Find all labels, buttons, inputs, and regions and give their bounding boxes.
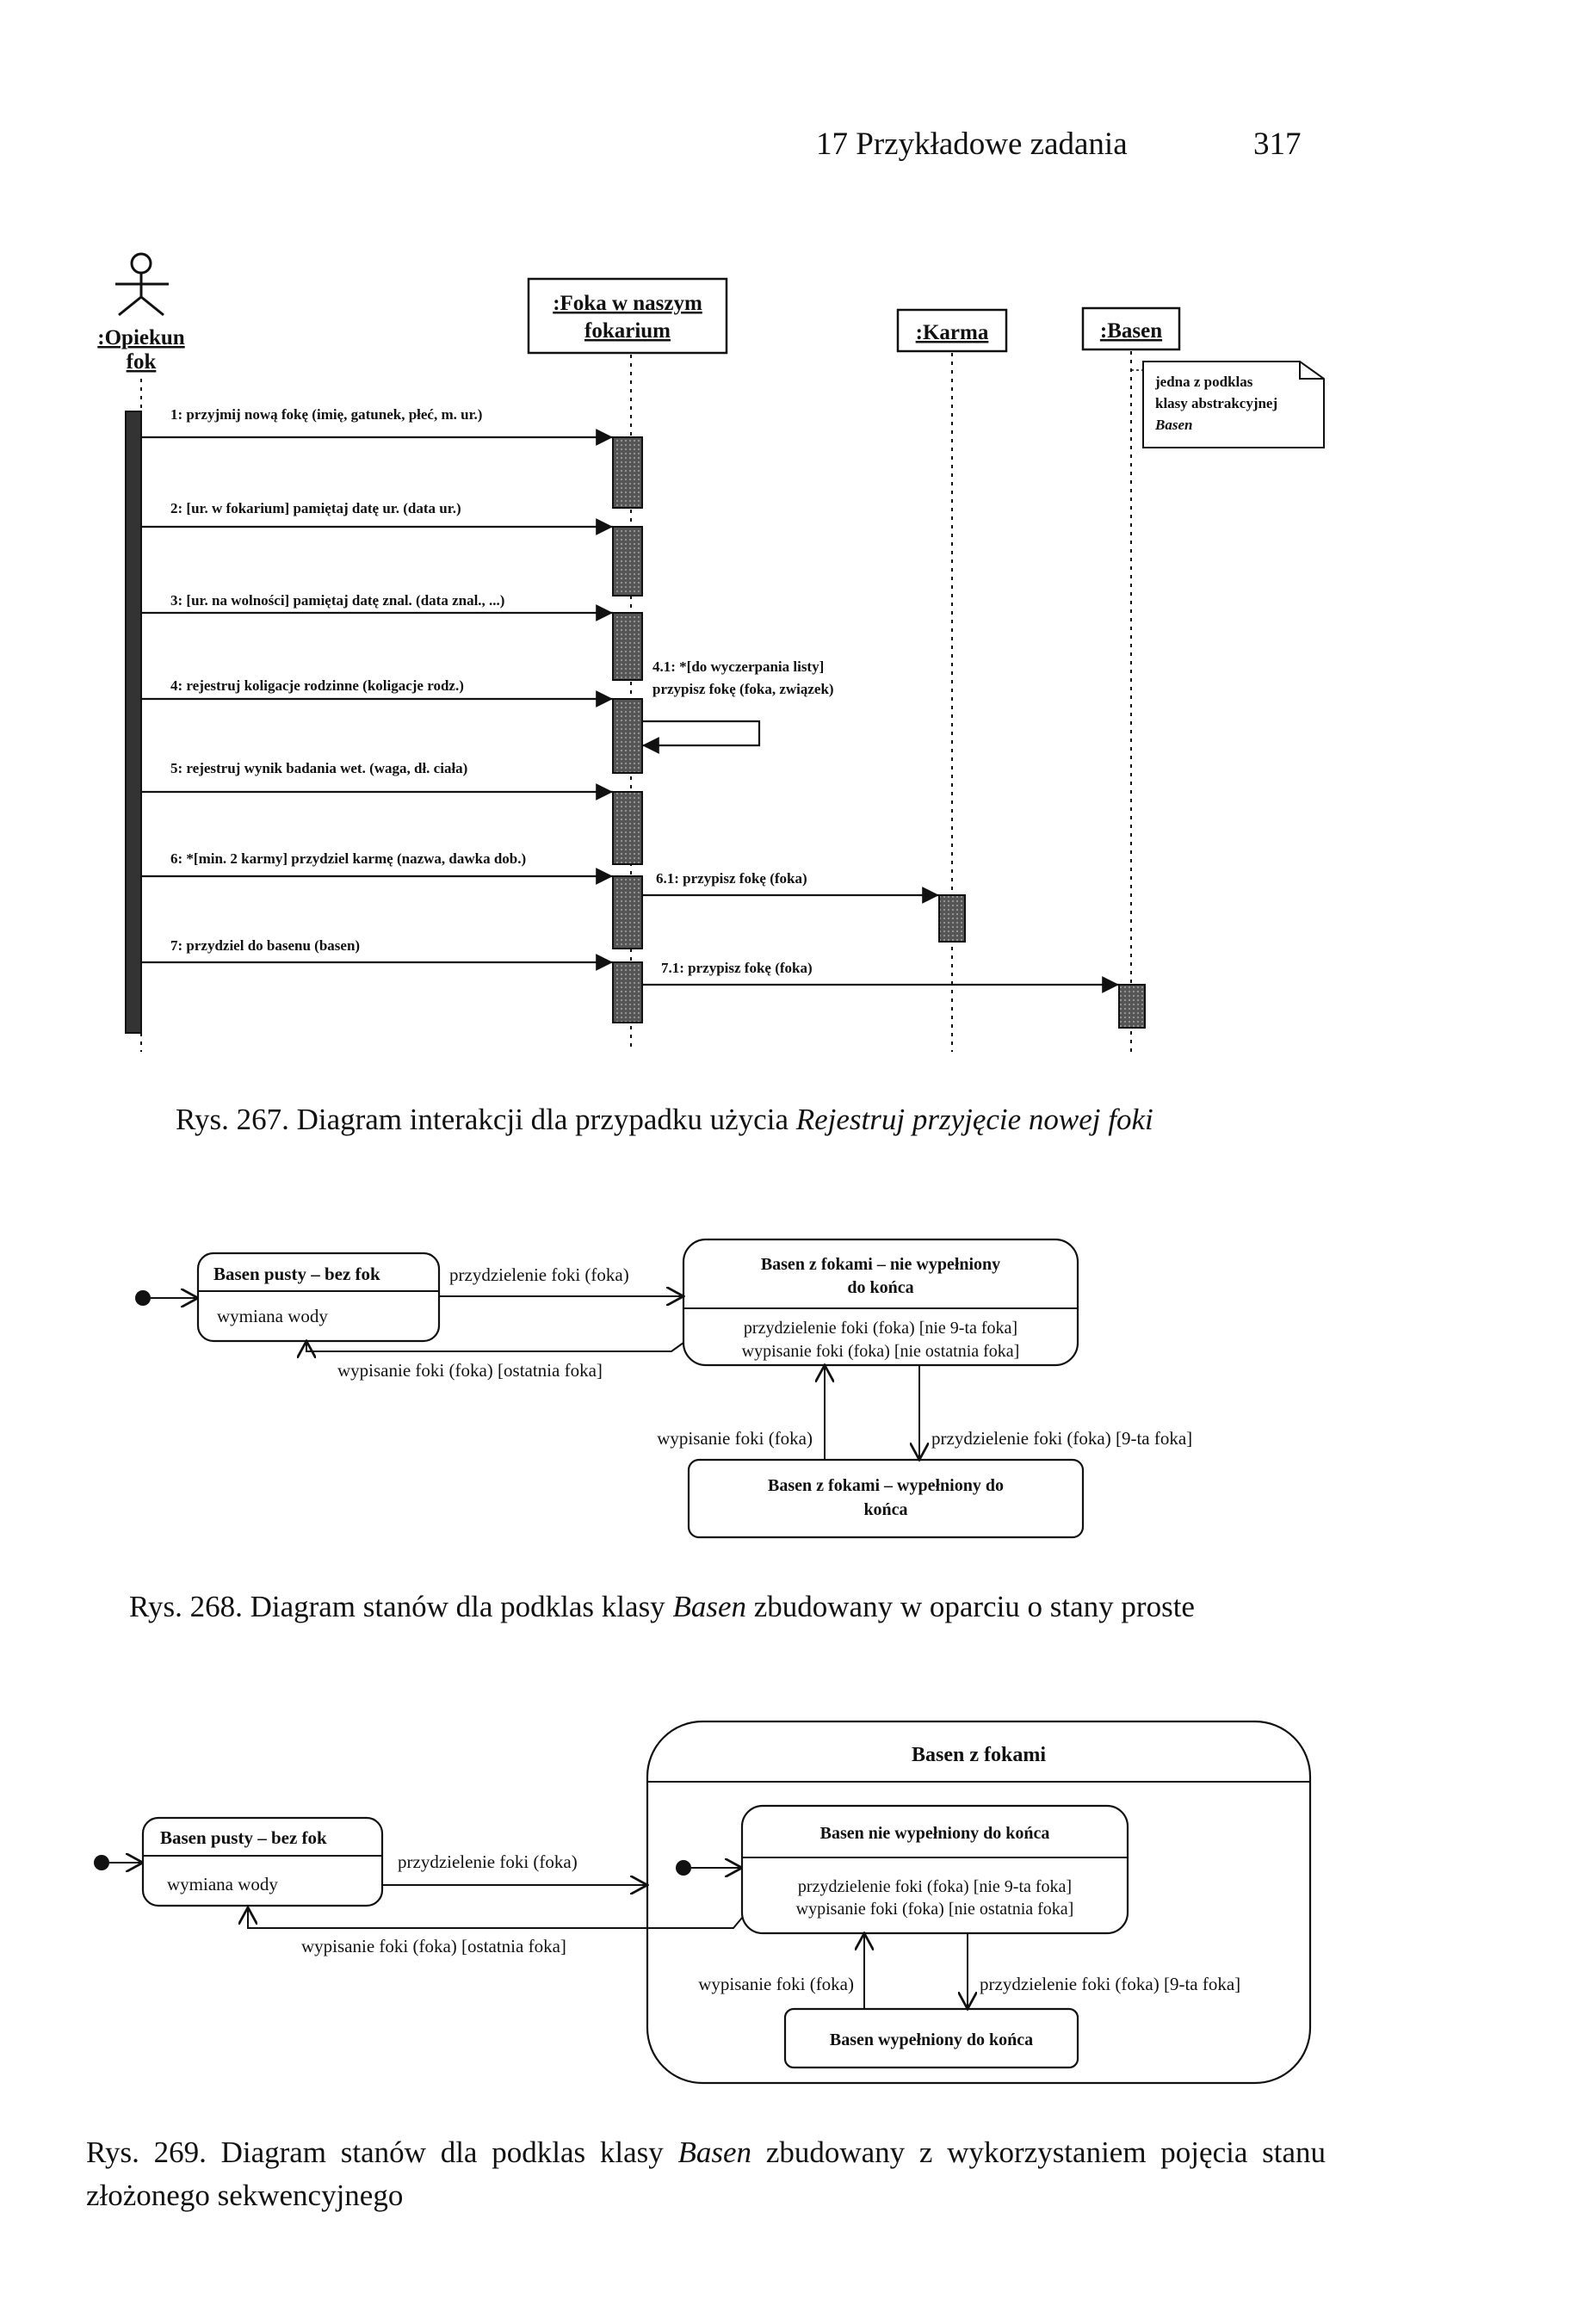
- message-4-1-label-line1: 4.1: *[do wyczerpania listy]: [652, 658, 824, 675]
- state-full: Basen wypełniony do końca: [783, 2007, 1079, 2069]
- chapter-header: 17 Przykładowe zadania: [816, 127, 1128, 162]
- actor-icon: [115, 252, 169, 317]
- transition-remove-last-arrow: [248, 1907, 743, 1929]
- state-full: Basen z fokami – wypełniony do końca: [687, 1458, 1085, 1539]
- state-empty-name: Basen pusty – bez fok: [160, 1827, 327, 1848]
- caption-268-italic: Basen: [672, 1590, 746, 1623]
- note-box: jedna z podklas klasy abstrakcyjnej Base…: [1131, 361, 1325, 448]
- activation-basen: [1118, 984, 1146, 1029]
- transition-remove-last-label: wypisanie foki (foka) [ostatnia foka]: [337, 1360, 603, 1381]
- state-partial-transition-2: wypisanie foki (foka) [nie ostatnia foka…: [742, 1342, 1020, 1361]
- state-partial-transition-1: przydzielenie foki (foka) [nie 9-ta foka…: [798, 1877, 1072, 1896]
- state-empty-name: Basen pusty – bez fok: [213, 1264, 380, 1284]
- activation-karma: [938, 894, 966, 943]
- note-line1: jedna z podklas: [1154, 374, 1253, 390]
- message-6-label: 6: *[min. 2 karmy] przydziel karmę (nazw…: [170, 850, 526, 867]
- object-basen: :Basen: [1081, 306, 1181, 351]
- state-partial-name-line2: do końca: [847, 1278, 913, 1297]
- note-line2: klasy abstrakcyjnej: [1155, 395, 1277, 411]
- note-line3: Basen: [1154, 417, 1192, 433]
- transition-remove-last-arrow: [306, 1341, 684, 1351]
- transition-remove-last-label: wypisanie foki (foka) [ostatnia foka]: [301, 1936, 566, 1956]
- state-partial: Basen nie wypełniony do końca przydziele…: [740, 1804, 1129, 1935]
- state-empty-action: wymiana wody: [167, 1874, 278, 1894]
- state-full-name: Basen wypełniony do końca: [830, 2030, 1033, 2049]
- message-3-label: 3: [ur. na wolności] pamiętaj datę znal.…: [170, 592, 504, 609]
- state-partial-transition-1: przydzielenie foki (foka) [nie 9-ta foka…: [744, 1319, 1017, 1338]
- state-full-name-line2: końca: [863, 1500, 907, 1519]
- object-foka-line2: fokarium: [584, 319, 671, 343]
- caption-269-suffix: zbudowany z wykorzystaniem pojęcia stanu…: [86, 2135, 1327, 2212]
- initial-state-inner: [676, 1860, 691, 1876]
- state-partial-transition-2: wypisanie foki (foka) [nie ostatnia foka…: [796, 1900, 1074, 1919]
- state-empty-action: wymiana wody: [217, 1306, 328, 1326]
- message-6-1-label: 6.1: przypisz fokę (foka): [656, 870, 807, 887]
- state-diagram-simple: Basen pusty – bez fok wymiana wody Basen…: [135, 1238, 1192, 1539]
- message-4-label: 4: rejestruj koligacje rodzinne (koligac…: [170, 677, 464, 694]
- activation-foka: [612, 436, 643, 1023]
- caption-figure-269: Rys. 269. Diagram stanów dla podklas kla…: [86, 2131, 1326, 2217]
- caption-269-text: Rys. 269. Diagram stanów dla podklas kla…: [86, 2135, 678, 2169]
- caption-267-text: Rys. 267. Diagram interakcji dla przypad…: [176, 1103, 796, 1136]
- state-partial-name: Basen nie wypełniony do końca: [820, 1824, 1050, 1843]
- composite-state-name: Basen z fokami: [912, 1744, 1046, 1766]
- initial-state: [135, 1290, 151, 1306]
- transition-assign-label: przydzielenie foki (foka): [449, 1264, 629, 1285]
- object-basen-label: :Basen: [1100, 319, 1162, 343]
- state-full-name-line1: Basen z fokami – wypełniony do: [768, 1476, 1004, 1495]
- state-empty: Basen pusty – bez fok wymiana wody: [141, 1816, 384, 1907]
- transition-remove-label: wypisanie foki (foka): [657, 1428, 813, 1449]
- object-foka-line1: :Foka w naszym: [553, 292, 702, 315]
- message-1-label: 1: przyjmij nową fokę (imię, gatunek, pł…: [170, 406, 482, 423]
- object-foka: :Foka w naszym fokarium: [527, 277, 728, 355]
- caption-268-text: Rys. 268. Diagram stanów dla podklas kla…: [129, 1590, 673, 1623]
- actor-name-line1: :Opiekun: [97, 326, 185, 349]
- object-karma-label: :Karma: [916, 321, 989, 344]
- actor-name-line2: fok: [127, 350, 157, 374]
- caption-267-italic: Rejestruj przyjęcie nowej foki: [795, 1103, 1153, 1136]
- state-partial: Basen z fokami – nie wypełniony do końca…: [682, 1238, 1079, 1367]
- caption-269-italic: Basen: [677, 2135, 752, 2169]
- message-4-1-label-line2: przypisz fokę (foka, związek): [652, 681, 834, 697]
- message-4-1-arrow: [642, 720, 761, 754]
- caption-268-suffix: zbudowany w oparciu o stany proste: [745, 1590, 1195, 1623]
- message-7-label: 7: przydziel do basenu (basen): [170, 937, 360, 954]
- state-empty: Basen pusty – bez fok wymiana wody: [196, 1252, 441, 1343]
- caption-figure-267: Rys. 267. Diagram interakcji dla przypad…: [176, 1098, 1153, 1141]
- caption-figure-268: Rys. 268. Diagram stanów dla podklas kla…: [129, 1585, 1195, 1629]
- object-karma: :Karma: [896, 308, 1008, 353]
- transition-remove-label: wypisanie foki (foka): [698, 1974, 854, 1994]
- initial-state-outer: [94, 1855, 109, 1870]
- activation-actor: [125, 411, 142, 1034]
- transition-assign-9-label: przydzielenie foki (foka) [9-ta foka]: [931, 1428, 1192, 1449]
- message-5-label: 5: rejestruj wynik badania wet. (waga, d…: [170, 760, 467, 776]
- page-number: 317: [1253, 127, 1302, 162]
- sequence-diagram: :Opiekun fok :Foka w naszym fokarium :Ka…: [97, 252, 1325, 1052]
- message-7-1-label: 7.1: przypisz fokę (foka): [661, 960, 813, 976]
- state-diagram-composite: Basen z fokami Basen pusty – bez fok wym…: [94, 1720, 1312, 2085]
- message-2-label: 2: [ur. w fokarium] pamiętaj datę ur. (d…: [170, 500, 461, 516]
- transition-assign-9-label: przydzielenie foki (foka) [9-ta foka]: [980, 1974, 1240, 1994]
- state-partial-name-line1: Basen z fokami – nie wypełniony: [761, 1255, 1000, 1274]
- transition-assign-label: przydzielenie foki (foka): [398, 1851, 578, 1872]
